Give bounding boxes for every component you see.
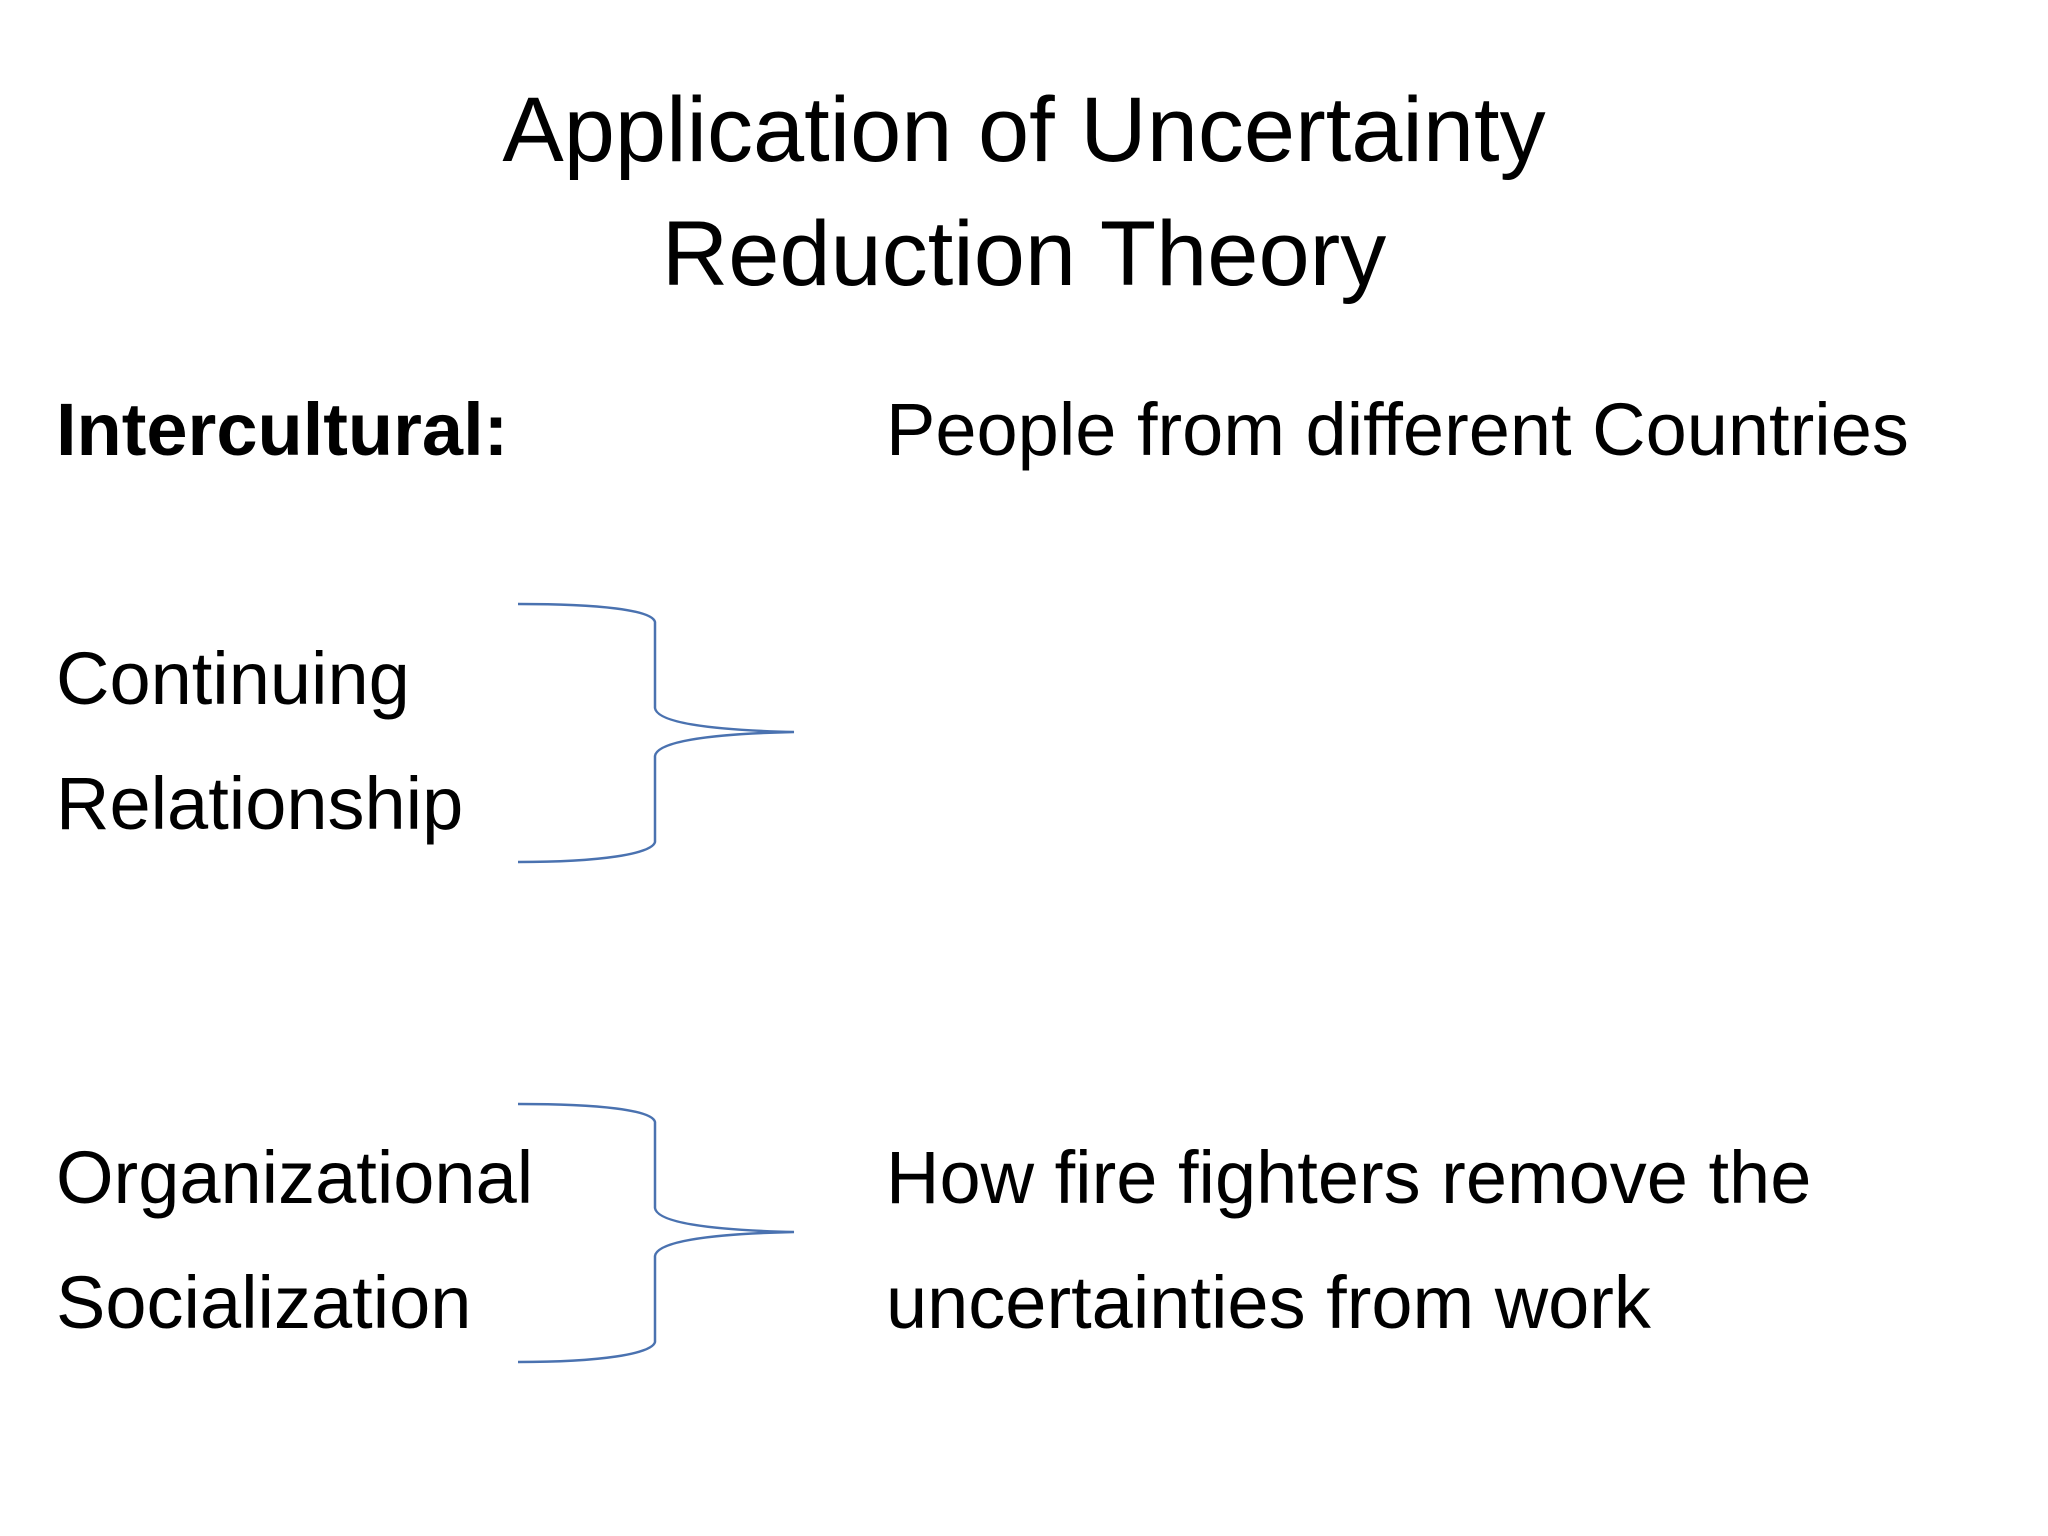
right-brace-icon	[517, 602, 795, 864]
right-brace-icon	[517, 1102, 795, 1364]
firefighters-description-line-2: uncertainties from work	[886, 1261, 1651, 1344]
intercultural-description: People from different Countries	[886, 388, 1909, 471]
slide-title-line-1: Application of Uncertainty	[502, 79, 1546, 181]
organizational-label: Organizational	[56, 1136, 534, 1219]
continuing-label: Continuing	[56, 637, 410, 720]
socialization-label: Socialization	[56, 1261, 472, 1344]
firefighters-description-line-1: How fire fighters remove the	[886, 1136, 1812, 1219]
intercultural-label: Intercultural:	[56, 388, 509, 471]
slide-title-line-2: Reduction Theory	[661, 203, 1387, 305]
relationship-label: Relationship	[56, 762, 464, 845]
